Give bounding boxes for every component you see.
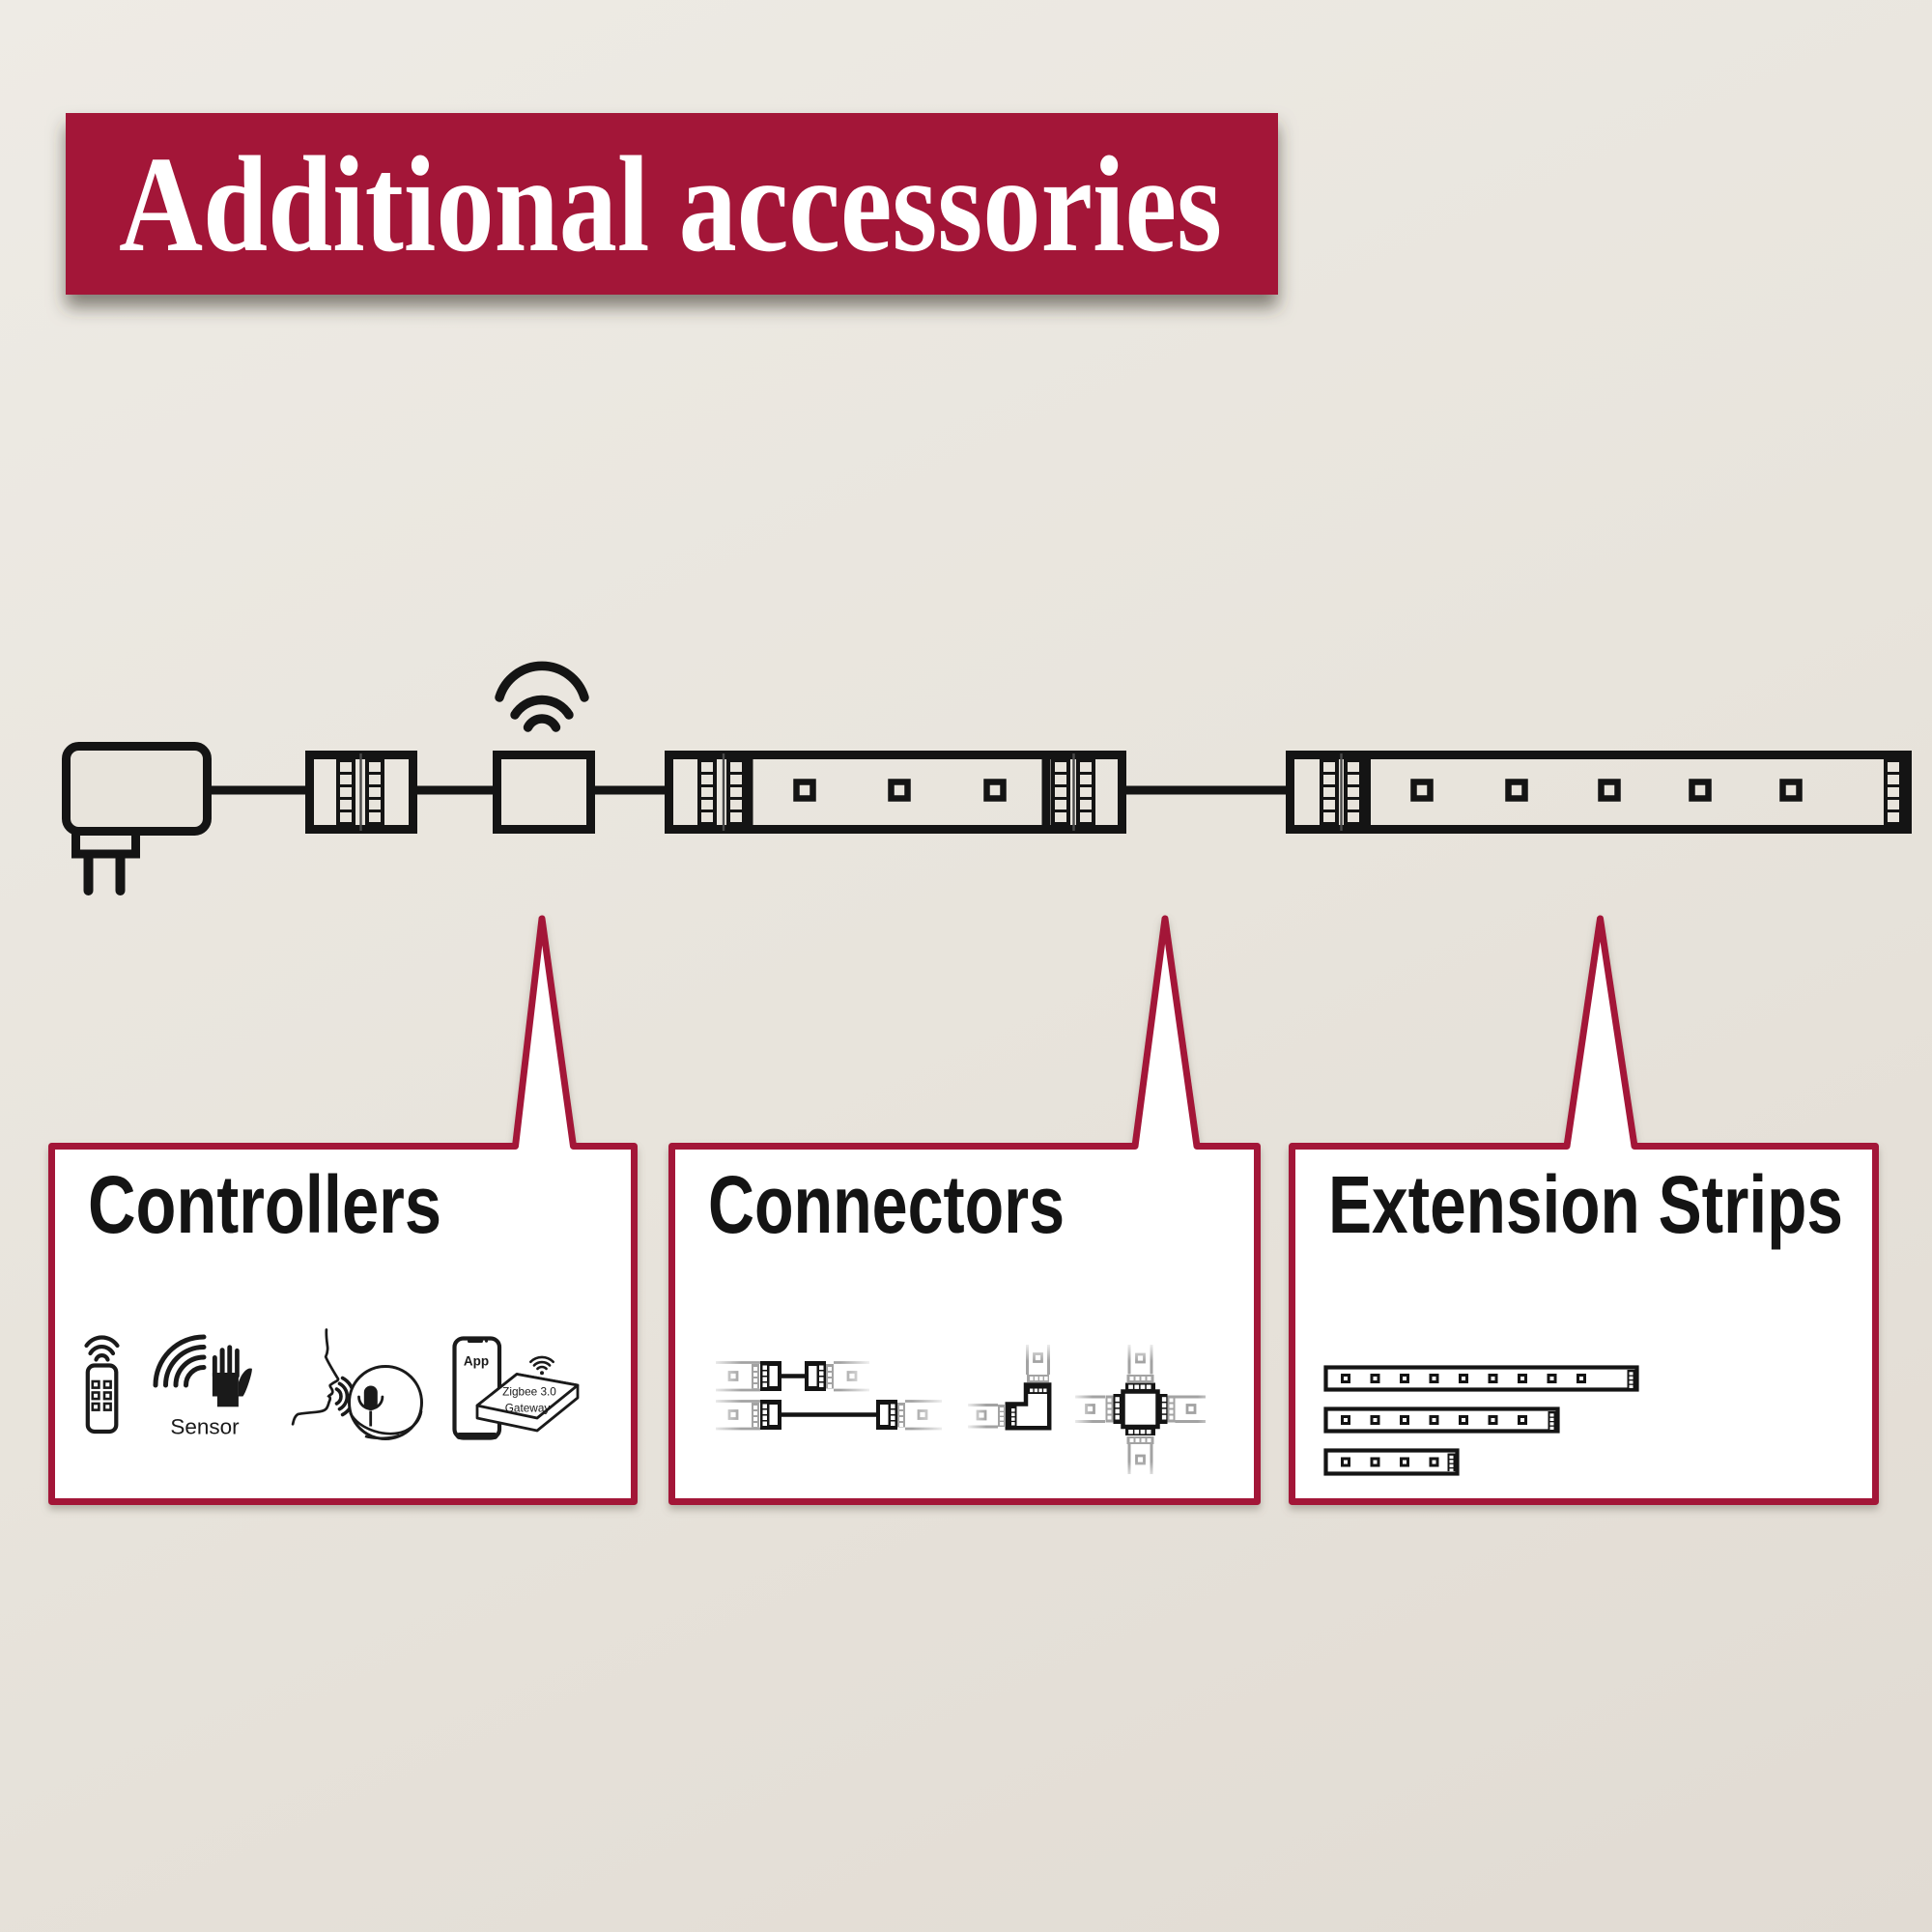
svg-text:Extension Strips: Extension Strips xyxy=(1328,1159,1843,1250)
svg-text:Connectors: Connectors xyxy=(708,1159,1065,1250)
svg-text:App: App xyxy=(464,1354,489,1369)
svg-text:Gateway: Gateway xyxy=(505,1402,551,1415)
svg-text:Controllers: Controllers xyxy=(88,1159,441,1250)
svg-text:Sensor: Sensor xyxy=(170,1415,240,1439)
svg-text:Zigbee 3.0: Zigbee 3.0 xyxy=(502,1385,556,1399)
svg-text:Additional accessories: Additional accessories xyxy=(119,128,1222,280)
